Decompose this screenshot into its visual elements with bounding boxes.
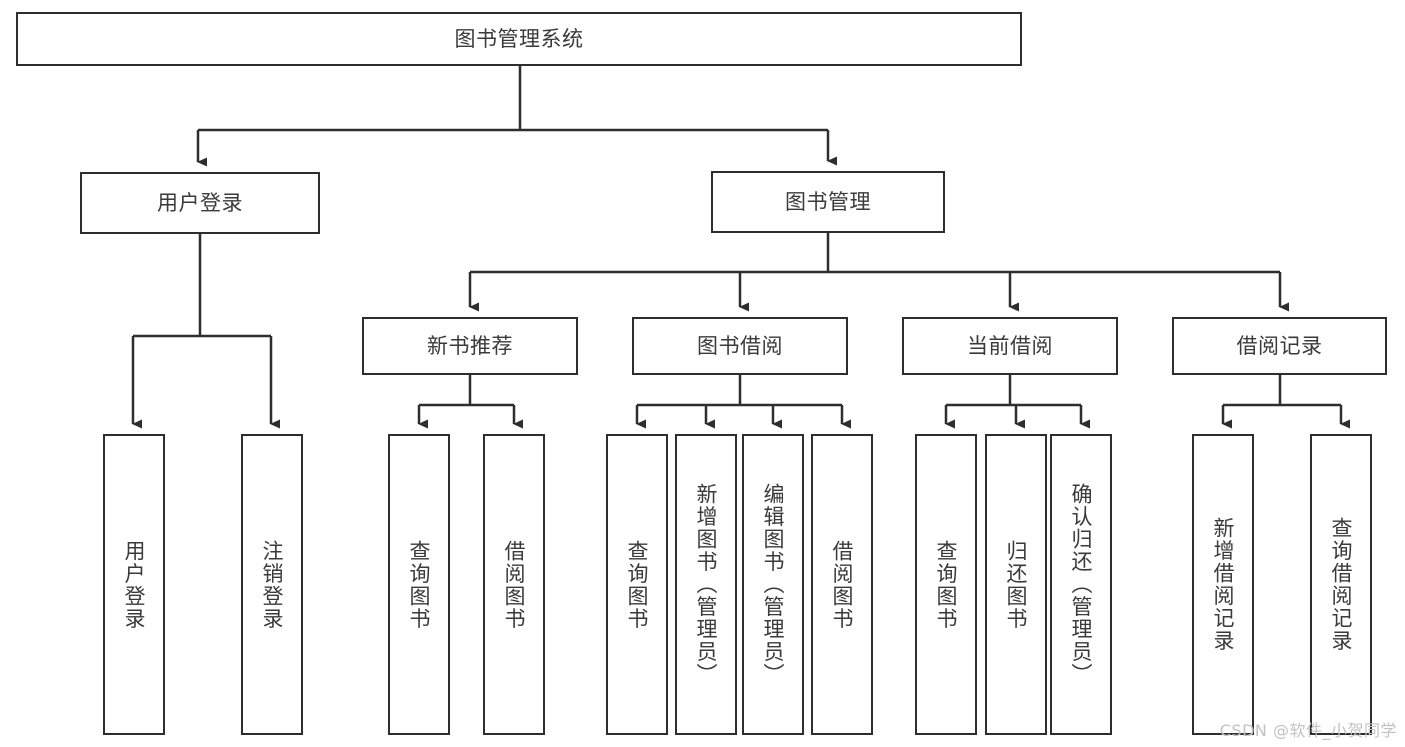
node-label: 注销登录	[260, 539, 285, 630]
node-label: 查询图书	[407, 539, 432, 630]
leaf-query-book-borrow[interactable]: 查询图书	[606, 434, 668, 735]
node-label: 新增图书（管理员）	[694, 483, 719, 686]
node-label: 图书借阅	[697, 333, 783, 358]
node-borrow-record[interactable]: 借阅记录	[1172, 317, 1387, 375]
node-label: 借阅图书	[830, 539, 855, 630]
node-label: 查询图书	[934, 539, 959, 630]
leaf-query-borrow-record[interactable]: 查询借阅记录	[1310, 434, 1372, 735]
node-label: 查询图书	[625, 539, 650, 630]
node-label: 确认归还（管理员）	[1069, 483, 1094, 686]
node-label: 查询借阅记录	[1329, 517, 1354, 652]
node-label: 图书管理系统	[454, 26, 584, 51]
leaf-query-book-recommend[interactable]: 查询图书	[388, 434, 450, 735]
node-user-login[interactable]: 用户登录	[80, 172, 320, 234]
node-label: 图书管理	[785, 189, 871, 214]
leaf-add-book-admin[interactable]: 新增图书（管理员）	[675, 434, 737, 735]
node-new-book-recommend[interactable]: 新书推荐	[362, 317, 578, 375]
leaf-add-borrow-record[interactable]: 新增借阅记录	[1192, 434, 1254, 735]
leaf-return-book[interactable]: 归还图书	[985, 434, 1047, 735]
watermark: CSDN @软件_小贺同学	[1219, 721, 1397, 740]
node-label: 用户登录	[122, 539, 147, 630]
node-label: 新书推荐	[427, 333, 513, 358]
leaf-confirm-return-admin[interactable]: 确认归还（管理员）	[1050, 434, 1112, 735]
leaf-user-login[interactable]: 用户登录	[103, 434, 165, 735]
leaf-logout[interactable]: 注销登录	[241, 434, 303, 735]
node-book-borrow[interactable]: 图书借阅	[632, 317, 848, 375]
node-label: 归还图书	[1004, 539, 1029, 630]
leaf-borrow-book-recommend[interactable]: 借阅图书	[483, 434, 545, 735]
node-label: 用户登录	[157, 190, 243, 215]
leaf-borrow-book-borrow[interactable]: 借阅图书	[811, 434, 873, 735]
node-label: 编辑图书（管理员）	[761, 483, 786, 686]
node-current-borrow[interactable]: 当前借阅	[902, 317, 1118, 375]
node-label: 借阅记录	[1236, 333, 1323, 358]
node-root-system[interactable]: 图书管理系统	[16, 12, 1022, 66]
leaf-query-book-current[interactable]: 查询图书	[915, 434, 977, 735]
node-label: 借阅图书	[502, 539, 527, 630]
node-label: 新增借阅记录	[1211, 517, 1236, 652]
node-book-management[interactable]: 图书管理	[711, 171, 945, 233]
node-label: 当前借阅	[967, 333, 1053, 358]
leaf-edit-book-admin[interactable]: 编辑图书（管理员）	[742, 434, 804, 735]
